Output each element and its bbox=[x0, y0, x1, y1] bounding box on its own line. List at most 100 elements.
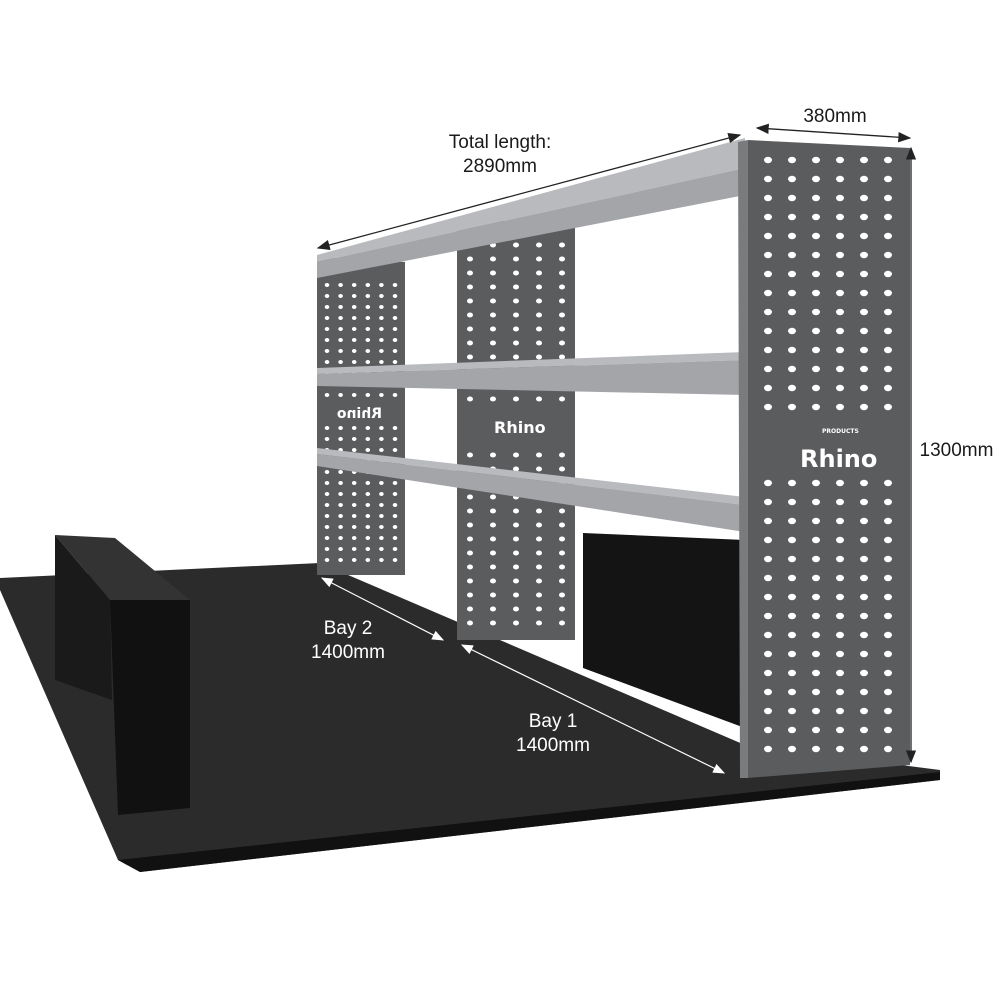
perforation-hole bbox=[836, 536, 844, 544]
perforation-hole bbox=[324, 481, 330, 485]
perforation-hole bbox=[860, 517, 868, 525]
right-end-panel-edge bbox=[738, 140, 748, 778]
perforation-hole bbox=[860, 194, 868, 202]
perforation-hole bbox=[490, 354, 496, 360]
bay2-arrow bbox=[320, 577, 445, 641]
svg-text:PRODUCTS: PRODUCTS bbox=[822, 428, 859, 435]
perforation-hole bbox=[351, 426, 357, 430]
perforation-hole bbox=[559, 256, 565, 262]
perforation-hole bbox=[513, 536, 519, 542]
perforation-hole bbox=[836, 403, 844, 411]
perforation-hole bbox=[836, 289, 844, 297]
perforation-hole bbox=[812, 384, 820, 392]
perforation-hole bbox=[536, 298, 542, 304]
perforation-hole bbox=[536, 326, 542, 332]
perforation-hole bbox=[365, 316, 371, 320]
perforation-hole bbox=[365, 547, 371, 551]
perforation-hole bbox=[379, 349, 384, 353]
perforation-hole bbox=[324, 327, 330, 331]
perforation-hole bbox=[836, 688, 844, 696]
perforation-hole bbox=[536, 578, 542, 584]
perforation-hole bbox=[513, 578, 519, 584]
perforation-hole bbox=[490, 536, 496, 542]
perforation-hole bbox=[351, 437, 357, 441]
perforation-hole bbox=[392, 481, 398, 485]
perforation-hole bbox=[365, 525, 371, 529]
perforation-hole bbox=[812, 194, 820, 202]
perforation-hole bbox=[365, 283, 371, 287]
perforation-hole bbox=[536, 452, 542, 458]
perforation-hole bbox=[764, 308, 772, 316]
rhino-logo-large: PRODUCTS Rhino bbox=[780, 424, 880, 473]
perforation-hole bbox=[365, 393, 371, 397]
perforation-hole bbox=[351, 525, 357, 529]
perforation-hole bbox=[467, 256, 473, 262]
perforation-hole bbox=[812, 536, 820, 544]
perforation-hole bbox=[513, 620, 519, 626]
perforation-hole bbox=[812, 346, 820, 354]
perforation-hole bbox=[788, 365, 796, 373]
perforation-hole bbox=[788, 517, 796, 525]
svg-text:Rhino: Rhino bbox=[336, 406, 382, 422]
floor-edge bbox=[118, 772, 940, 872]
perforation-hole bbox=[836, 365, 844, 373]
perforation-hole bbox=[788, 669, 796, 677]
perforation-hole bbox=[351, 338, 357, 342]
perforation-hole bbox=[467, 312, 473, 318]
perforation-hole bbox=[836, 555, 844, 563]
perforation-hole bbox=[884, 289, 892, 297]
perforation-hole bbox=[836, 346, 844, 354]
perforation-hole bbox=[490, 256, 496, 262]
perforation-hole bbox=[559, 466, 565, 472]
perforation-hole bbox=[365, 294, 371, 298]
perforation-hole bbox=[351, 558, 357, 562]
perforation-hole bbox=[812, 251, 820, 259]
perforation-hole bbox=[467, 592, 473, 598]
perforation-hole bbox=[764, 384, 772, 392]
perforation-hole bbox=[836, 194, 844, 202]
perforation-hole bbox=[788, 593, 796, 601]
perforation-hole bbox=[884, 175, 892, 183]
perforation-hole bbox=[392, 514, 398, 518]
perforation-hole bbox=[884, 555, 892, 563]
perforation-hole bbox=[836, 327, 844, 335]
perforation-hole bbox=[513, 452, 519, 458]
perforation-hole bbox=[513, 606, 519, 612]
perforation-hole bbox=[836, 232, 844, 240]
perforation-hole bbox=[467, 564, 473, 570]
perforation-hole bbox=[836, 631, 844, 639]
perforation-hole bbox=[836, 745, 844, 753]
perforation-hole bbox=[764, 270, 772, 278]
perforation-hole bbox=[788, 346, 796, 354]
perforation-hole bbox=[788, 327, 796, 335]
perforation-hole bbox=[324, 558, 330, 562]
perforation-hole bbox=[860, 612, 868, 620]
perforation-hole bbox=[536, 354, 542, 360]
bay2-value: 1400mm bbox=[311, 642, 385, 663]
perforation-hole bbox=[860, 536, 868, 544]
perforation-hole bbox=[788, 479, 796, 487]
perforation-hole bbox=[884, 574, 892, 582]
perforation-hole bbox=[860, 384, 868, 392]
perforation-hole bbox=[467, 340, 473, 346]
perforation-hole bbox=[467, 326, 473, 332]
perforation-hole bbox=[490, 606, 496, 612]
perforation-hole bbox=[836, 517, 844, 525]
perforation-hole bbox=[559, 242, 565, 248]
perforation-hole bbox=[536, 536, 542, 542]
perforation-hole bbox=[338, 360, 343, 364]
perforation-hole bbox=[559, 508, 565, 514]
perforation-hole bbox=[764, 498, 772, 506]
perforation-hole bbox=[836, 213, 844, 221]
perforation-hole bbox=[860, 365, 868, 373]
perforation-hole bbox=[338, 536, 343, 540]
perforation-hole bbox=[812, 593, 820, 601]
perforation-hole bbox=[490, 522, 496, 528]
perforation-hole bbox=[860, 308, 868, 316]
perforation-hole bbox=[536, 284, 542, 290]
perforation-hole bbox=[559, 564, 565, 570]
perforation-hole bbox=[467, 522, 473, 528]
perforation-hole bbox=[513, 340, 519, 346]
perforation-hole bbox=[860, 707, 868, 715]
perforation-hole bbox=[324, 283, 330, 287]
